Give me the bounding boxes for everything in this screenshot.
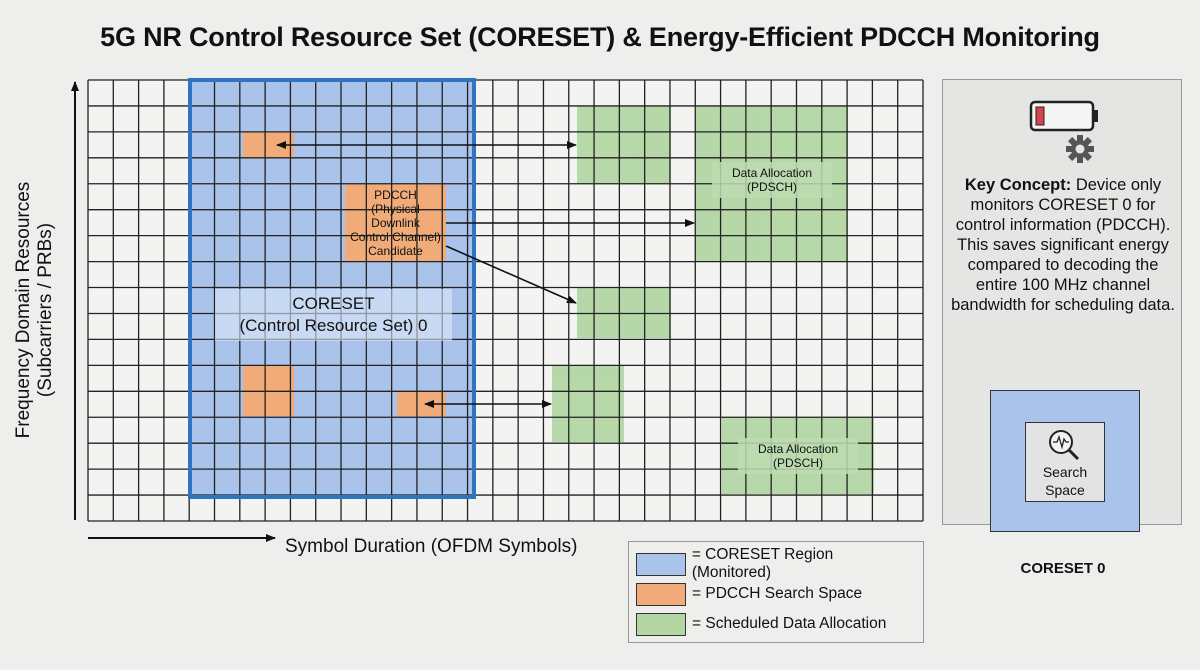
data-allocation-line: Data Allocation (757, 442, 839, 456)
x-axis-label: Symbol Duration (OFDM Symbols) (285, 536, 578, 557)
legend: = CORESET Region (Monitored) = PDCCH Sea… (628, 541, 924, 643)
legend-item-data: = Scheduled Data Allocation (636, 609, 916, 639)
y-axis-label-line: Frequency Domain Resources (13, 181, 34, 439)
diagram-title: 5G NR Control Resource Set (CORESET) & E… (100, 22, 1100, 52)
key-concept-text: Key Concept: Device only monitors CORESE… (951, 175, 1175, 315)
magnifier-waveform-icon (1049, 430, 1080, 461)
legend-label: = Scheduled Data Allocation (692, 615, 887, 632)
pdcch-line: (Physical (371, 201, 420, 216)
gear-icon (1066, 135, 1094, 163)
legend-swatch (636, 552, 686, 576)
coreset-label-line2: (Control Resource Set) 0 (239, 316, 428, 335)
data-allocation-line: (PDSCH) (773, 456, 823, 470)
data-allocation-label: Data Allocation (PDSCH) (738, 438, 858, 474)
coreset-label-line1: CORESET (292, 294, 375, 313)
legend-item-coreset: = CORESET Region (Monitored) (636, 546, 916, 581)
coreset-zero-illustration: Search Space (990, 390, 1140, 532)
data-block (577, 287, 671, 338)
arrow (445, 245, 577, 304)
legend-label: = CORESET Region (Monitored) (691, 546, 834, 581)
battery-low-icon (1029, 100, 1098, 132)
y-axis-label-line: (Subcarriers / PRBs) (35, 222, 56, 398)
search-space-label: Search (1042, 464, 1088, 480)
data-allocation-line: (PDSCH) (747, 180, 797, 194)
pdcch-line: Downlink (371, 215, 420, 230)
coreset-zero-caption: CORESET 0 (1020, 560, 1106, 577)
key-concept-panel: Key Concept: Device only monitors CORESE… (942, 79, 1182, 577)
pdcch-candidate-block (345, 184, 446, 261)
legend-swatch (636, 612, 686, 636)
search-space-illustration: Search Space (1025, 422, 1105, 502)
coreset-border (188, 78, 476, 499)
y-axis-label: Frequency Domain Resources (Subcarriers … (13, 140, 57, 480)
data-block (577, 106, 671, 184)
data-allocation-label: Data Allocation (PDSCH) (712, 162, 832, 198)
coreset-region (190, 80, 474, 497)
legend-label: = PDCCH Search Space (692, 585, 863, 602)
legend-item-pdcch: = PDCCH Search Space (636, 579, 916, 609)
key-concept-label: Key Concept: (964, 176, 1072, 194)
search-space-label: Space (1045, 482, 1085, 498)
pdcch-line: Candidate (368, 243, 423, 258)
pdcch-line: PDCCH (374, 187, 417, 202)
legend-swatch (636, 582, 686, 606)
data-allocation-line: Data Allocation (731, 166, 813, 180)
arrows (71, 81, 695, 542)
key-concept-body: Device only monitors CORESET 0 for contr… (951, 176, 1175, 314)
coreset-label: CORESET (Control Resource Set) 0 (215, 289, 452, 341)
pdcch-line: Control Channel) (350, 229, 441, 244)
data-block (552, 366, 624, 442)
pdcch-candidate-label: PDCCH (Physical Downlink Control Channel… (345, 184, 446, 261)
